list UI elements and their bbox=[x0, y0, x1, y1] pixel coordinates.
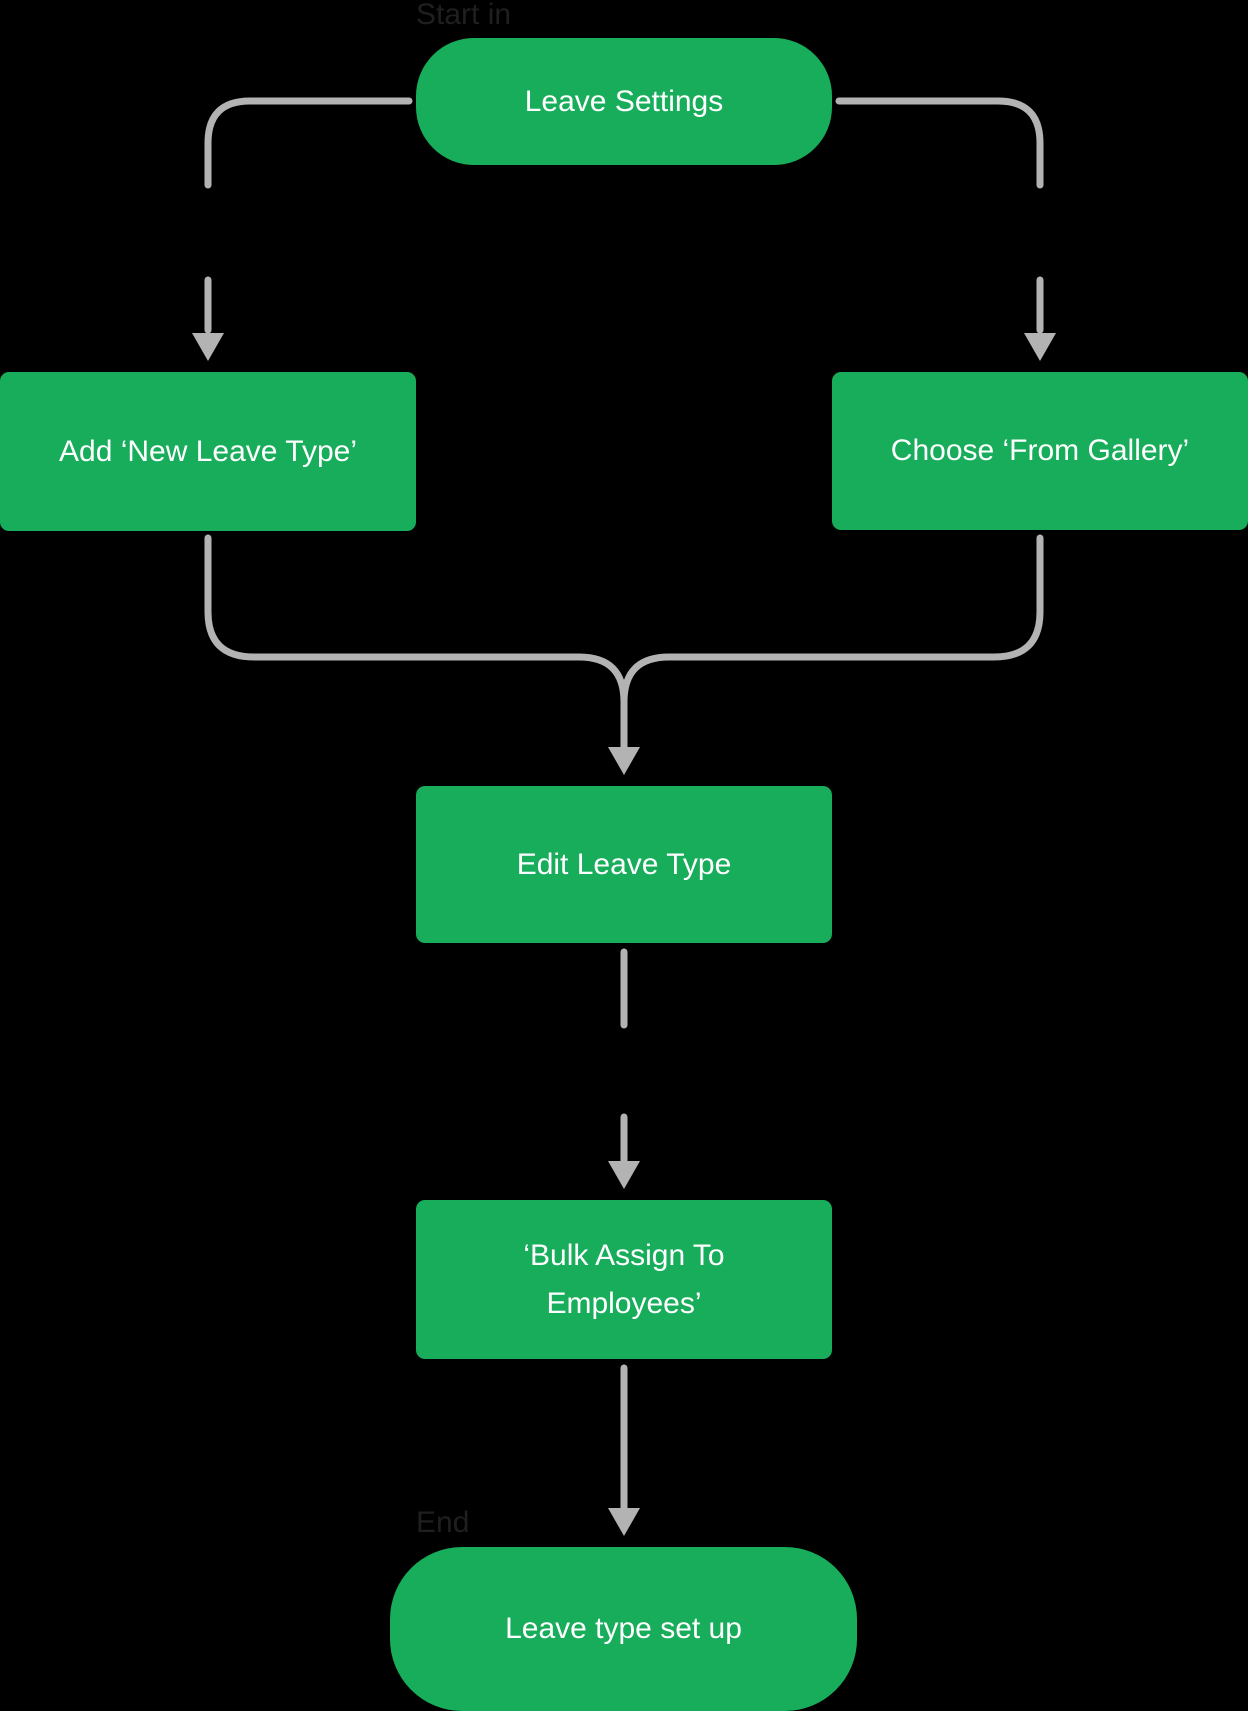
connector-add-to-edit bbox=[204, 534, 628, 752]
node-edit-leave-type-label: Edit Leave Type bbox=[516, 847, 732, 881]
start-caption: Start in bbox=[416, 0, 512, 31]
connector-gallery-to-edit bbox=[620, 534, 1044, 706]
node-leave-settings: Leave Settings bbox=[416, 38, 832, 165]
node-bulk-assign: ‘Bulk Assign To Employees’ bbox=[416, 1200, 832, 1359]
arrowhead-bulk bbox=[608, 1161, 640, 1189]
node-leave-settings-label: Leave Settings bbox=[524, 84, 724, 118]
node-choose-from-gallery-label: Choose ‘From Gallery’ bbox=[890, 434, 1190, 467]
connector-start-to-gallery bbox=[835, 97, 1044, 189]
node-choose-from-gallery: Choose ‘From Gallery’ bbox=[832, 372, 1248, 530]
arrowhead-add bbox=[192, 333, 224, 361]
node-edit-leave-type: Edit Leave Type bbox=[416, 786, 832, 943]
arrowhead-end bbox=[608, 1508, 640, 1536]
arrowhead-edit bbox=[608, 747, 640, 775]
connector-start-to-add bbox=[204, 97, 413, 189]
node-bulk-assign-label: ‘Bulk Assign To Employees’ bbox=[523, 1238, 725, 1320]
node-add-new-leave-type: Add ‘New Leave Type’ bbox=[0, 372, 416, 531]
end-caption: End bbox=[416, 1506, 470, 1539]
node-add-new-leave-type-label: Add ‘New Leave Type’ bbox=[59, 434, 357, 468]
node-leave-type-set-up-label: Leave type set up bbox=[505, 1612, 742, 1645]
node-leave-type-set-up: Leave type set up bbox=[390, 1547, 857, 1711]
arrowhead-gallery bbox=[1024, 333, 1056, 361]
